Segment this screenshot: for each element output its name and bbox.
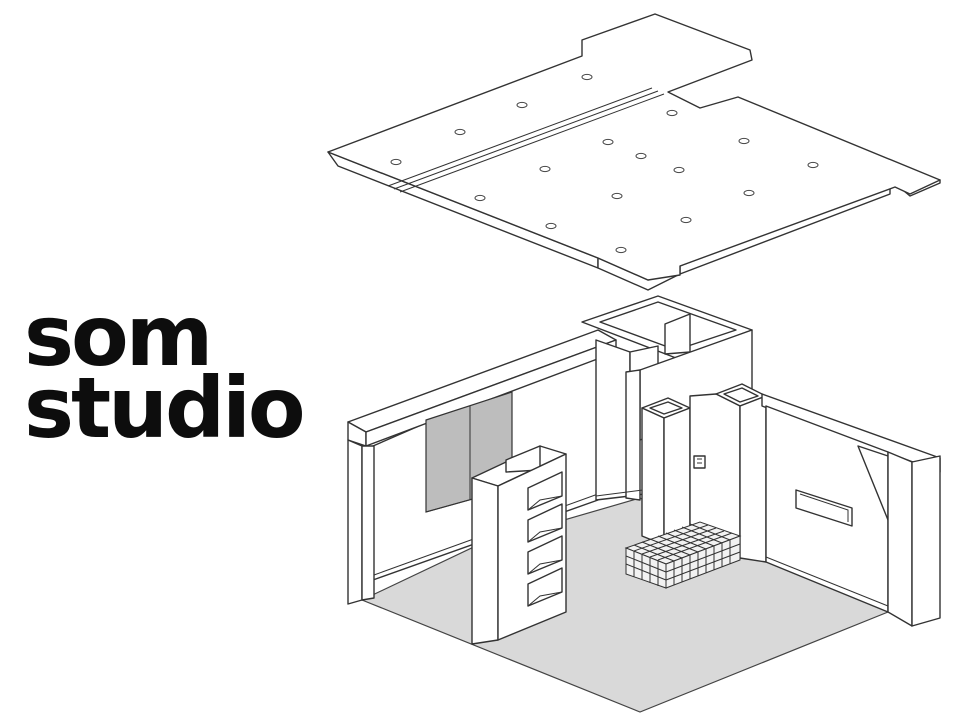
central-wall-block — [581, 295, 753, 501]
brand-line-studio: studio — [24, 359, 306, 457]
ceiling-slab — [327, 13, 941, 291]
column-shaft — [641, 397, 691, 546]
brand-logo: som studio — [24, 287, 306, 457]
right-partition — [689, 383, 767, 563]
wall-niche — [795, 489, 853, 527]
shelving-unit — [471, 445, 567, 645]
brand-line-som: som — [24, 287, 213, 385]
ceiling-downlights — [390, 73, 819, 254]
tiled-bench — [624, 521, 742, 589]
ceiling-slab-top — [327, 13, 941, 281]
right-wall — [761, 393, 941, 627]
